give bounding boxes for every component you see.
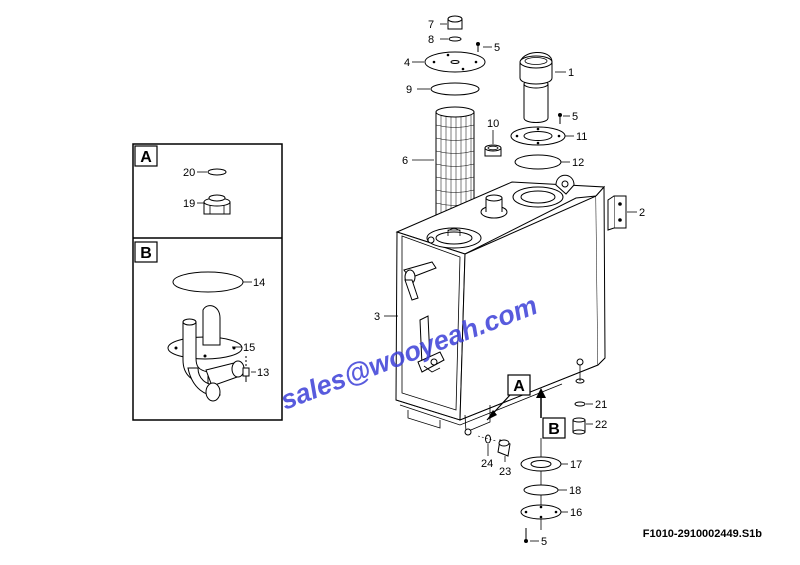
cover-16	[520, 504, 562, 520]
detail-b: B 14 15 1	[134, 241, 269, 402]
plug-23	[497, 439, 511, 457]
detail-panel: A 20 19 B 14	[132, 143, 283, 421]
washer-8	[448, 36, 462, 42]
drawing-code: F1010-2910002449.S1b	[643, 528, 763, 540]
detail-b-letter: B	[140, 245, 152, 262]
bracket-2	[607, 195, 627, 231]
svg-text:B: B	[548, 421, 560, 438]
callout-24: 24	[481, 458, 493, 470]
svg-text:A: A	[513, 378, 525, 395]
washer-24	[477, 434, 497, 444]
hydraulic-tank-3	[395, 174, 606, 436]
detail-a-letter: A	[140, 149, 152, 166]
gasket-18	[523, 484, 559, 496]
breather-cap-7	[447, 15, 463, 30]
bolt-13	[242, 356, 250, 382]
callout-20: 20	[183, 167, 195, 179]
screw-5-mid	[558, 113, 562, 124]
callout-17: 17	[570, 459, 582, 471]
callout-6: 6	[402, 155, 408, 167]
flange-11	[510, 126, 566, 146]
callout-14: 14	[253, 277, 265, 289]
gasket-9	[430, 82, 480, 96]
callout-7: 7	[428, 19, 434, 31]
cover-plate-4	[424, 51, 486, 73]
sight-glass	[403, 261, 437, 301]
view-marker-b: B	[536, 388, 566, 439]
callout-16: 16	[570, 507, 582, 519]
callout-21: 21	[595, 399, 607, 411]
o-ring-20	[207, 168, 227, 176]
callout-5a: 5	[494, 42, 500, 54]
callout-10: 10	[487, 118, 499, 130]
level-gauge	[417, 315, 445, 373]
gasket-14	[172, 271, 244, 293]
plug-19	[203, 194, 231, 215]
callout-9: 9	[406, 84, 412, 96]
filler-tube-1	[519, 52, 553, 123]
callout-13: 13	[257, 367, 269, 379]
callout-11: 11	[576, 131, 587, 143]
washer-21	[574, 401, 586, 407]
callout-8: 8	[428, 34, 434, 46]
callout-22: 22	[595, 419, 607, 431]
detail-a: A 20 19	[134, 145, 231, 215]
callout-15: 15	[243, 342, 255, 354]
callout-19: 19	[183, 198, 195, 210]
callout-2: 2	[639, 207, 645, 219]
callout-1: 1	[568, 67, 574, 79]
callout-5b: 5	[572, 111, 578, 123]
level-sight-10	[484, 144, 502, 157]
gasket-12	[514, 154, 562, 170]
flange-17	[520, 456, 562, 472]
callout-5c: 5	[541, 536, 547, 548]
plug-22	[572, 417, 586, 435]
callout-12: 12	[572, 157, 584, 169]
screw-5-top	[476, 42, 480, 52]
screw-5-bottom	[524, 528, 528, 543]
callout-3: 3	[374, 311, 380, 323]
callout-18: 18	[569, 485, 581, 497]
view-marker-a: A	[486, 374, 531, 421]
callout-23: 23	[499, 466, 511, 478]
suction-pipe-15	[167, 305, 245, 402]
callout-4: 4	[404, 57, 410, 69]
